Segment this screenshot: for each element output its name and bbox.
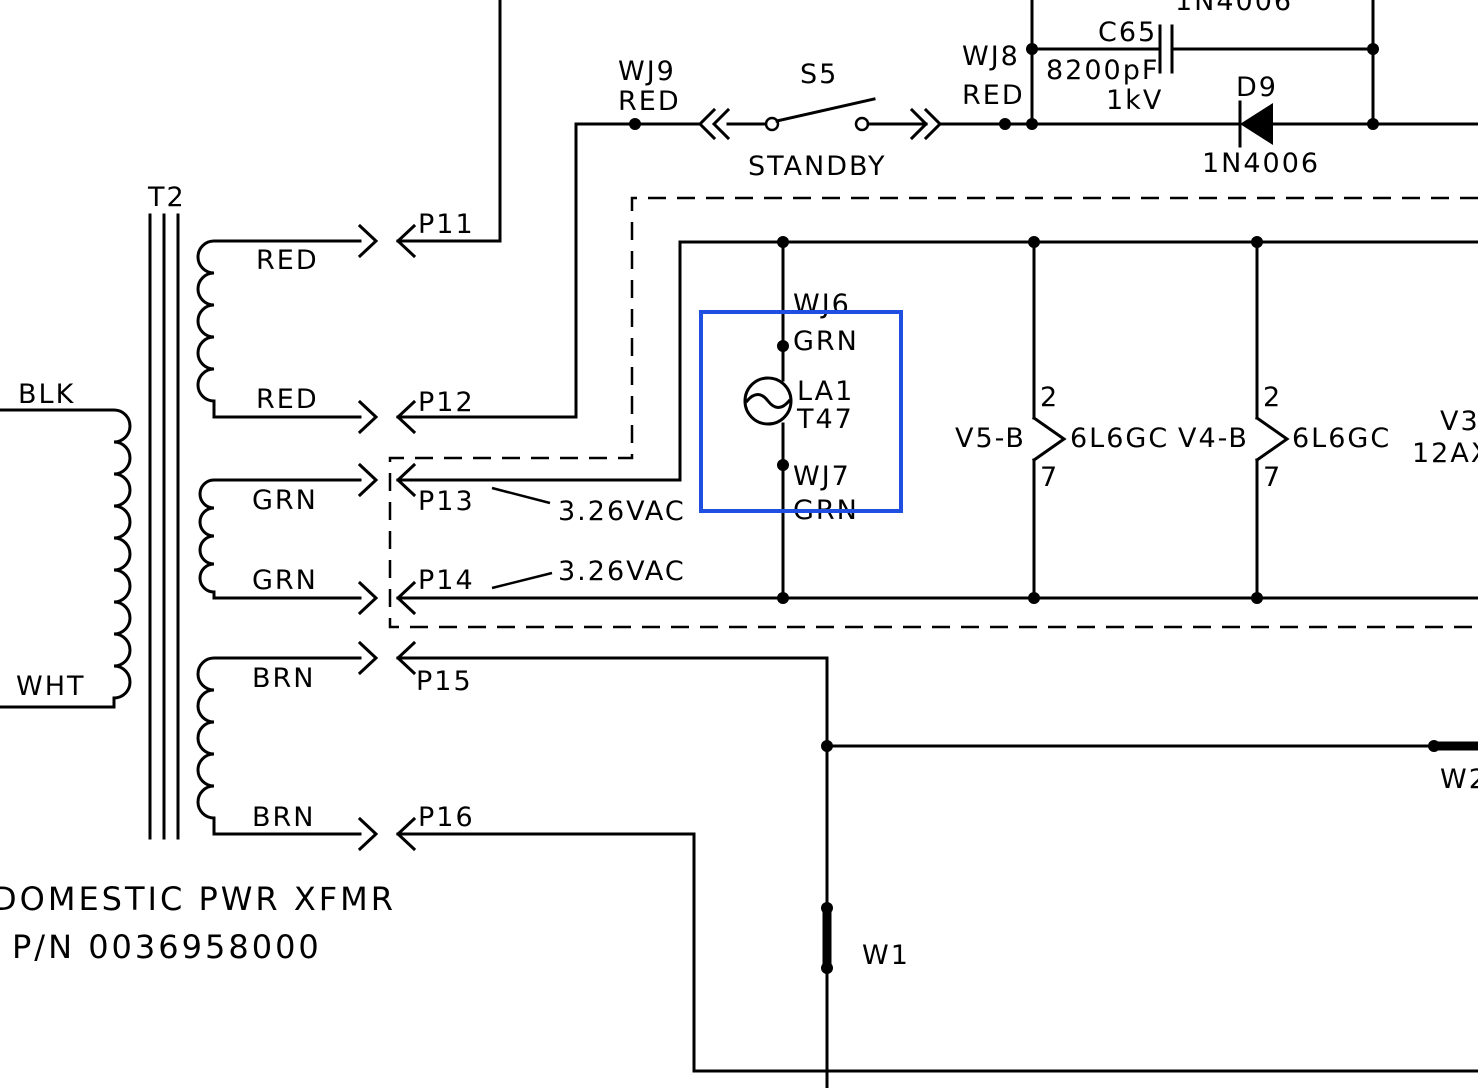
diode-top-part: 1N4006 [1175, 0, 1293, 17]
secondary-label-2: RED [256, 384, 319, 415]
diode-ref: D9 [1236, 72, 1278, 103]
wires [396, 0, 1478, 1088]
jumper-w1-label: W1 [862, 940, 910, 971]
secondary-winding-grn [198, 478, 362, 600]
primary-top-label: BLK [18, 379, 75, 410]
wj7-junction [777, 459, 789, 471]
switch-name: STANDBY [748, 151, 887, 182]
wj8-ref: WJ8 [962, 41, 1020, 72]
primary-bottom-label: WHT [16, 671, 86, 702]
tube-v4b-part: 6L6GC [1292, 423, 1391, 454]
junction-dot [777, 236, 789, 248]
lamp-part: T47 [796, 404, 854, 435]
tube-v5b-pin-top: 2 [1040, 382, 1059, 413]
tube-v4b-pin-bottom: 7 [1263, 462, 1282, 493]
transformer-caption-2: P/N 0036958000 [12, 928, 322, 966]
secondary-winding-red [196, 239, 362, 419]
capacitor-value: 8200pF [1046, 55, 1159, 86]
heater-shield-outline [388, 196, 1478, 629]
lamp-top-color: GRN [793, 326, 859, 357]
pilot-lamp-la1: WJ6 GRN LA1 T47 WJ7 GRN [743, 289, 859, 526]
lamp-ref: LA1 [797, 376, 854, 407]
diode-part: 1N4006 [1202, 148, 1320, 179]
junction-dot [1026, 43, 1038, 55]
tube-v5b-pin-bottom: 7 [1040, 462, 1059, 493]
transformer-caption-1: DOMESTIC PWR XFMR [0, 880, 396, 918]
jumper-w1: W1 [821, 902, 910, 974]
junction-dot [1251, 236, 1263, 248]
voltage-p14: 3.26VAC [558, 556, 686, 587]
tube-v3: V3 12AX [1412, 406, 1478, 469]
highlight-box [699, 310, 903, 513]
secondary-winding-brn [196, 656, 362, 836]
transformer-ref: T2 [147, 182, 186, 213]
tube-v3-part: 12AX [1412, 438, 1478, 469]
tube-v5b-ref: V5-B [955, 423, 1026, 454]
junction-dot [1367, 118, 1379, 130]
secondary-label-1: RED [256, 245, 319, 276]
junction-dot [821, 740, 833, 752]
secondary-label-4: GRN [252, 565, 318, 596]
jumper-w2: W2 [1428, 740, 1478, 795]
lamp-top-jack: WJ6 [793, 289, 851, 320]
junction-dot [1026, 118, 1038, 130]
capacitor-rating: 1kV [1106, 85, 1163, 116]
primary-winding [0, 408, 132, 709]
lamp-bottom-jack: WJ7 [793, 461, 851, 492]
pin-p15: P15 [416, 666, 473, 697]
tube-v5b-part: 6L6GC [1070, 423, 1169, 454]
junction-dot [1367, 43, 1379, 55]
connector-pins: P11 P12 P13 P14 P15 P16 [357, 209, 475, 852]
tube-v4b-pin-top: 2 [1263, 382, 1282, 413]
capacitor-c65: C65 8200pF 1kV [1046, 17, 1174, 116]
junction-dot [1251, 592, 1263, 604]
wj9-junction [629, 118, 641, 130]
tube-heater-v5b: 2 7 V5-B 6L6GC [955, 382, 1169, 493]
voltage-p13: 3.26VAC [558, 496, 686, 527]
pin-p13: P13 [418, 486, 475, 517]
pin-p14: P14 [418, 565, 475, 596]
tube-v4b-ref: V4-B [1178, 423, 1249, 454]
switch-ref: S5 [800, 59, 838, 90]
tube-v3-ref: V3 [1440, 406, 1478, 437]
wj9-color: RED [618, 86, 681, 117]
transformer-t2: T2 BLK WHT RED RED GRN GRN BRN BRN DOMES… [0, 182, 396, 966]
wj6-junction [777, 340, 789, 352]
standby-switch: S5 STANDBY [697, 59, 943, 182]
pin-p12: P12 [418, 387, 475, 418]
junction-dot [1028, 236, 1040, 248]
wj8-junction [999, 118, 1011, 130]
jumper-w2-label: W2 [1440, 764, 1478, 795]
secondary-label-3: GRN [252, 485, 318, 516]
junction-dot [1028, 592, 1040, 604]
pin-p11: P11 [418, 209, 475, 240]
diode-d9: D9 1N4006 [1202, 72, 1320, 179]
secondary-label-5: BRN [252, 663, 315, 694]
junction-dot [777, 592, 789, 604]
capacitor-ref: C65 [1098, 17, 1157, 48]
secondary-label-6: BRN [252, 802, 315, 833]
wj8-color: RED [962, 80, 1025, 111]
tube-heater-v4b: 2 7 V4-B 6L6GC [1178, 382, 1391, 493]
pin-p16: P16 [418, 802, 475, 833]
wj9-ref: WJ9 [618, 56, 676, 87]
